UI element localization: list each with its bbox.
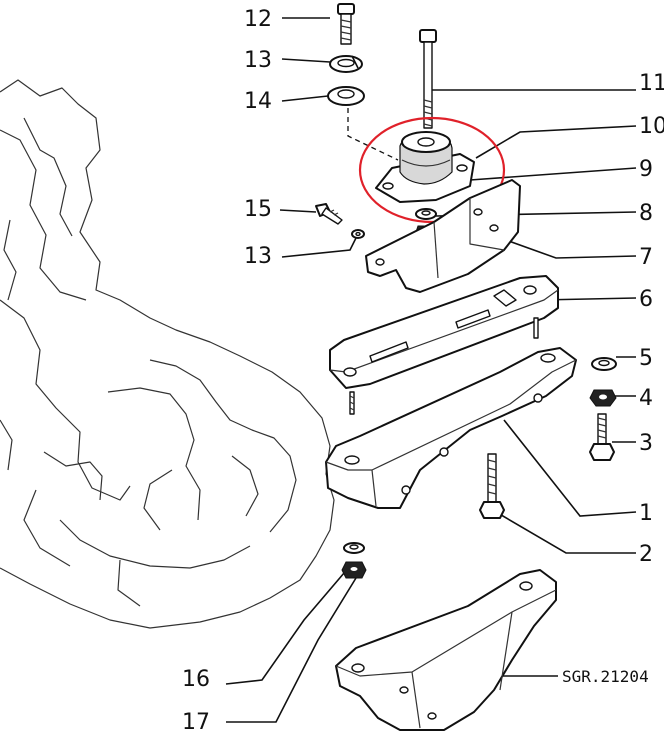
lower-bracket <box>335 569 557 731</box>
bolt-3 <box>589 413 615 461</box>
callout-12: 12 <box>244 7 272 32</box>
callout-6: 6 <box>639 287 653 312</box>
long-stud-11 <box>419 29 437 129</box>
callout-4: 4 <box>639 386 653 411</box>
callout-10: 10 <box>639 114 664 139</box>
lock-washer-13-upper <box>329 55 363 73</box>
washer-5 <box>591 357 617 371</box>
bolt-12 <box>337 3 355 45</box>
callout-14: 14 <box>244 89 272 114</box>
callout-7: 7 <box>639 245 653 270</box>
engine-housing-sketch <box>0 79 335 629</box>
washer-16 <box>343 542 365 554</box>
callout-16: 16 <box>182 667 210 692</box>
crossmember-plate-6 <box>329 275 559 415</box>
washer-13-lower <box>351 229 365 239</box>
callout-2: 2 <box>639 542 653 567</box>
callout-1: 1 <box>639 501 653 526</box>
callout-5: 5 <box>639 346 653 371</box>
drawing-code: SGR.21204 <box>562 667 649 686</box>
callout-labels: 12 13 14 15 13 11 10 9 8 7 6 5 4 3 1 2 1… <box>182 7 664 734</box>
callout-13-upper: 13 <box>244 48 272 73</box>
callout-13-lower: 13 <box>244 244 272 269</box>
callout-17: 17 <box>182 710 210 734</box>
bolt-2 <box>479 453 505 519</box>
engine-mount-10 <box>375 131 475 203</box>
nut-4 <box>589 389 617 407</box>
callout-8: 8 <box>639 201 653 226</box>
flat-washer-14 <box>327 86 365 106</box>
callout-9: 9 <box>639 157 653 182</box>
callout-11: 11 <box>639 71 664 96</box>
bolt-15 <box>315 203 343 225</box>
bracket-7 <box>365 179 521 293</box>
callout-3: 3 <box>639 431 653 456</box>
alignment-dashed-line <box>347 108 399 161</box>
nut-17 <box>341 561 367 579</box>
callout-15: 15 <box>244 197 272 222</box>
washer-9 <box>415 208 437 220</box>
support-bracket-1 <box>325 347 577 509</box>
